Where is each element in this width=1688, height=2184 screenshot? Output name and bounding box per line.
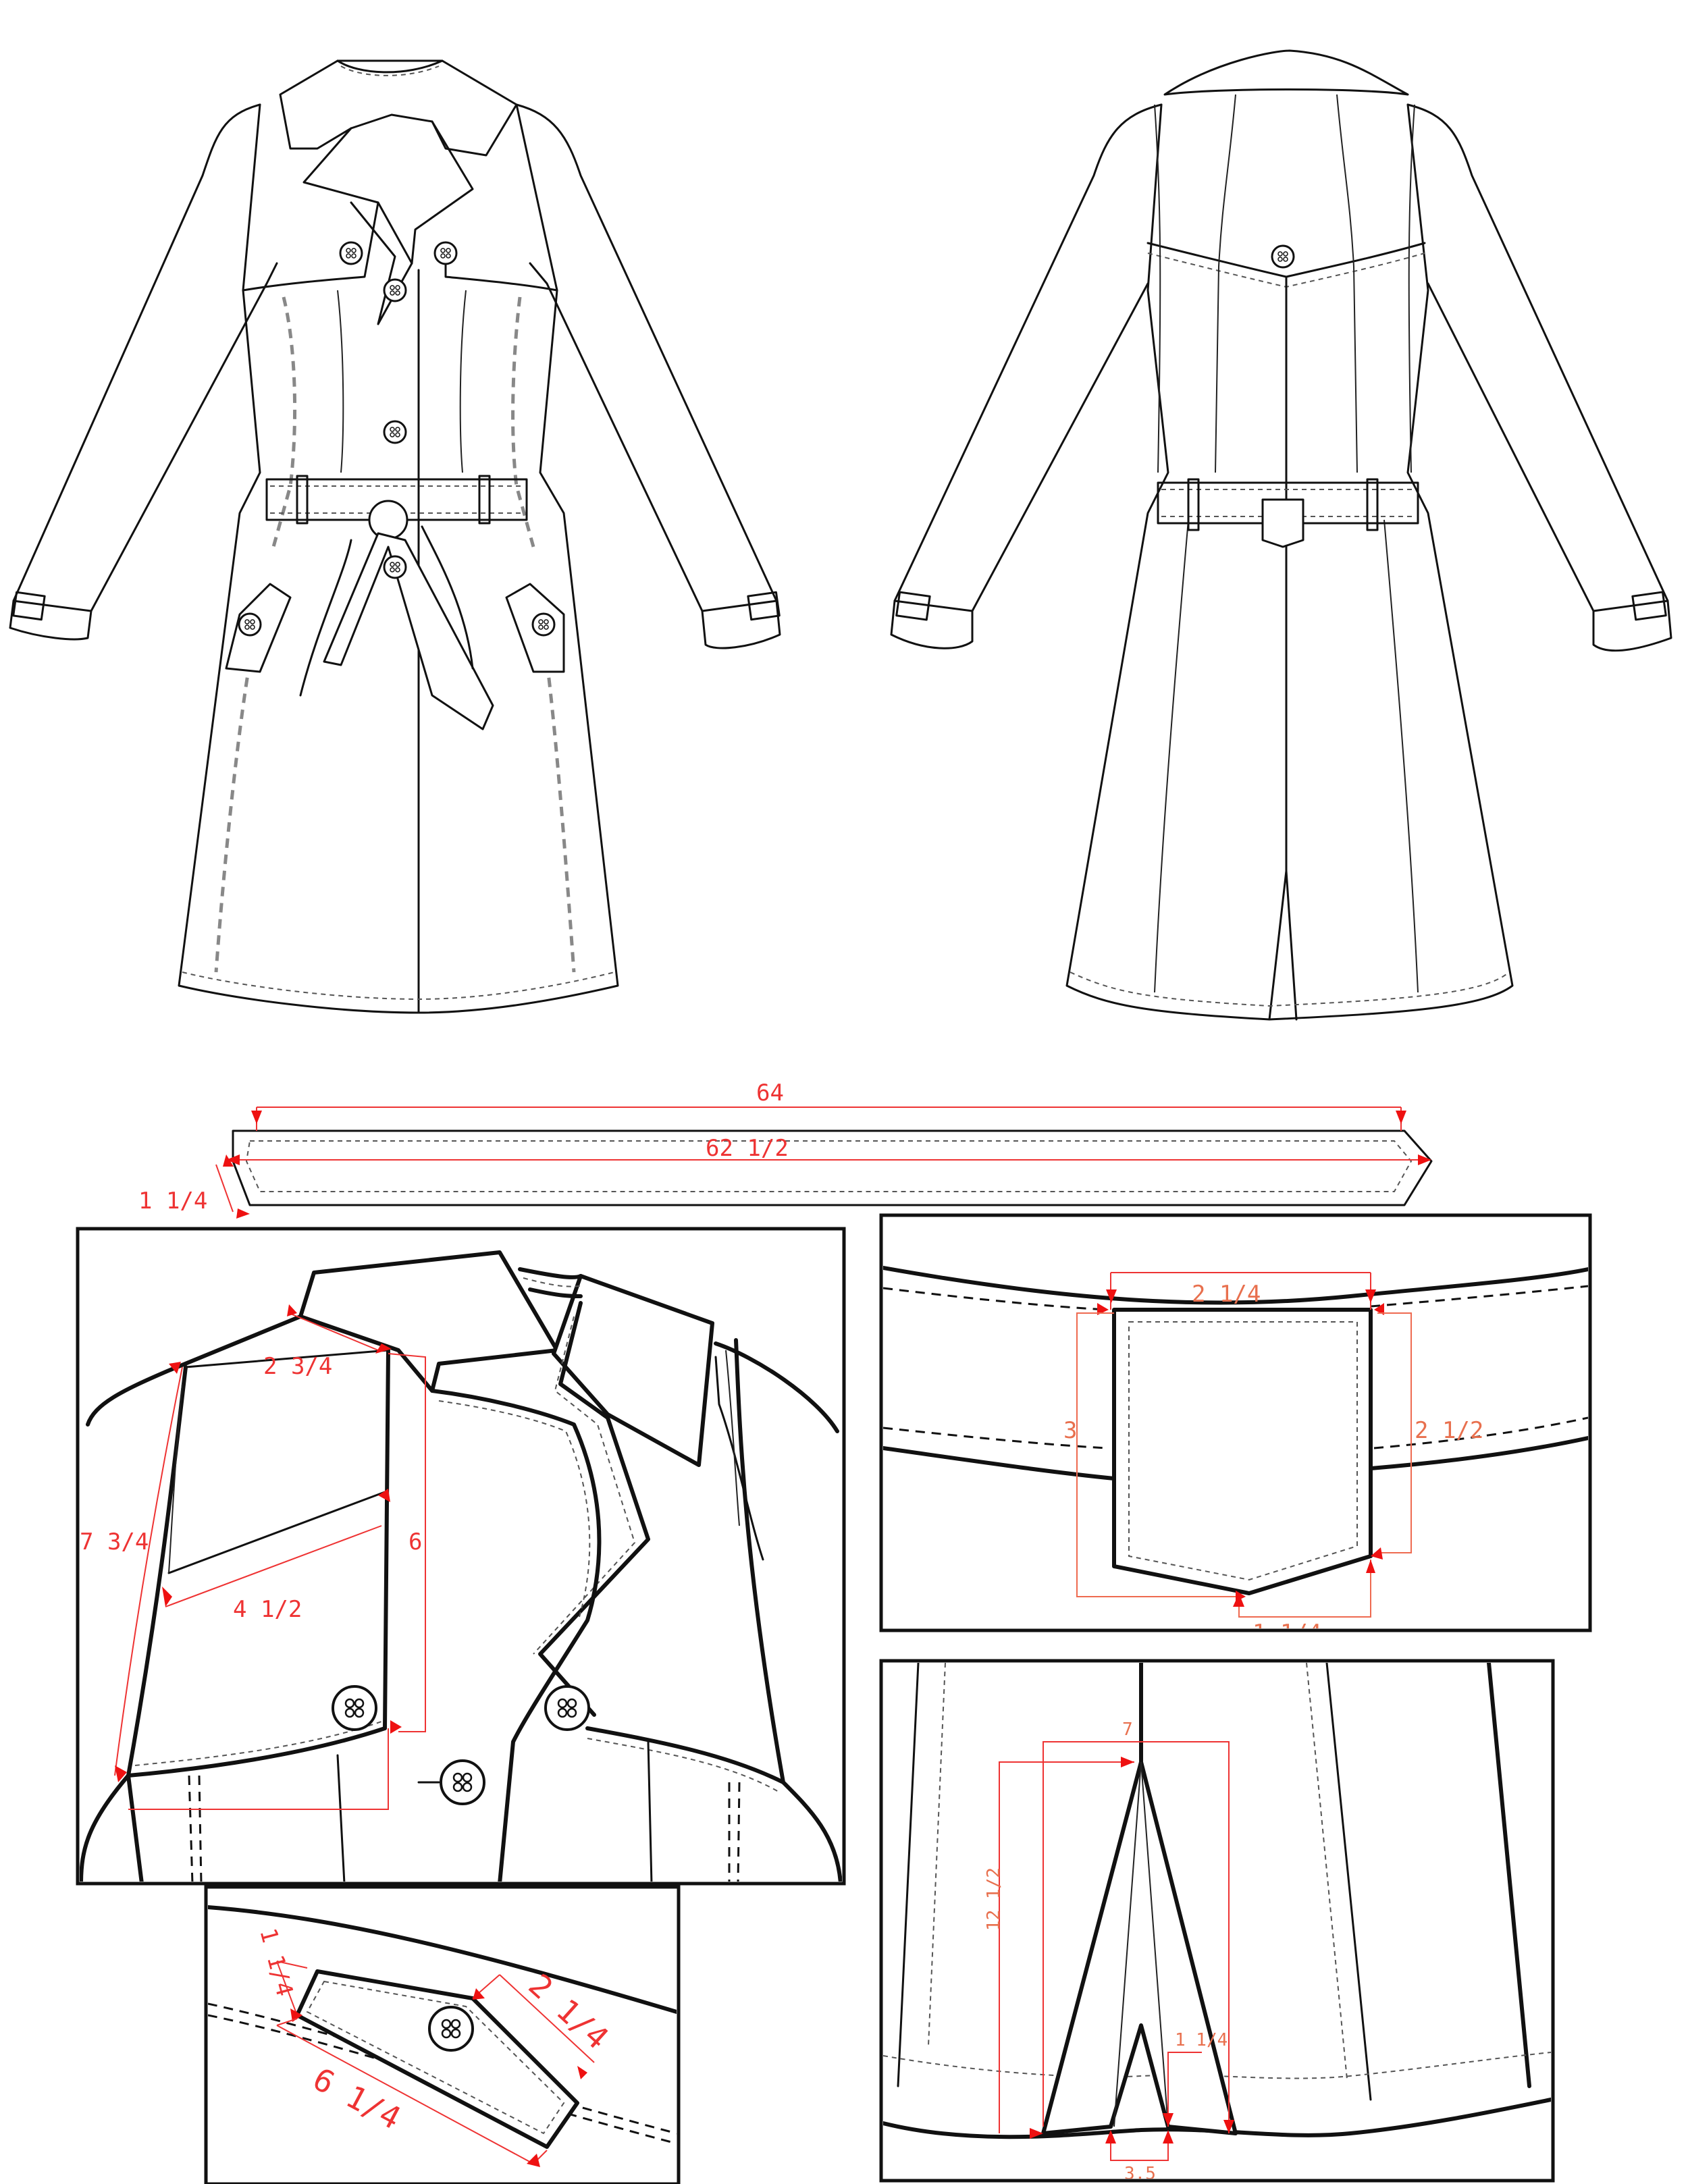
vent-gap-label: 3.5 [1124,2164,1156,2184]
tab-right-height-label: 2 1/2 [1415,1417,1483,1444]
vent-width-label: 7 [1122,1720,1133,1740]
belt-total-length-label: 64 [756,1080,784,1107]
belt-outline [232,1129,1433,1206]
front-left-sleeve [12,103,278,612]
tab-side-height-label: 3 [1063,1417,1077,1444]
vent-height-label: 12 1/2 [984,1867,1004,1931]
detail-back-vent: 12 1/2 7 1 1/4 3.5 [879,1659,1555,2184]
belt-tip-length-label: 1 1/4 [138,1188,207,1215]
tab-point-depth-label: 1 1/4 [1252,1620,1321,1647]
yoke-center-height-label: 6 [408,1528,422,1555]
detail-back-tab: 2 1/4 3 2 1/2 1 1/4 [879,1213,1592,1647]
detail-front-yoke: 2 3/4 7 3/4 4 1/2 6 [76,1227,846,1886]
belt-spec: 64 62 1/2 1 1/4 [138,1080,1433,1219]
front-view [9,59,781,1014]
yoke-collar-stand-label: 2 3/4 [263,1353,332,1380]
vent-hem-offset-label: 1 1/4 [1175,2030,1228,2050]
back-view [890,49,1672,1021]
front-right-sleeve [515,103,778,612]
detail-pocket-flap: 1 1/4 2 1/4 6 1/4 [204,1885,681,2184]
tab-width-label: 2 1/4 [1192,1281,1261,1308]
yoke-armhole-length-label: 7 3/4 [80,1528,149,1555]
belt-inner-length-label: 62 1/2 [706,1135,789,1162]
yoke-width-label: 4 1/2 [233,1596,302,1623]
